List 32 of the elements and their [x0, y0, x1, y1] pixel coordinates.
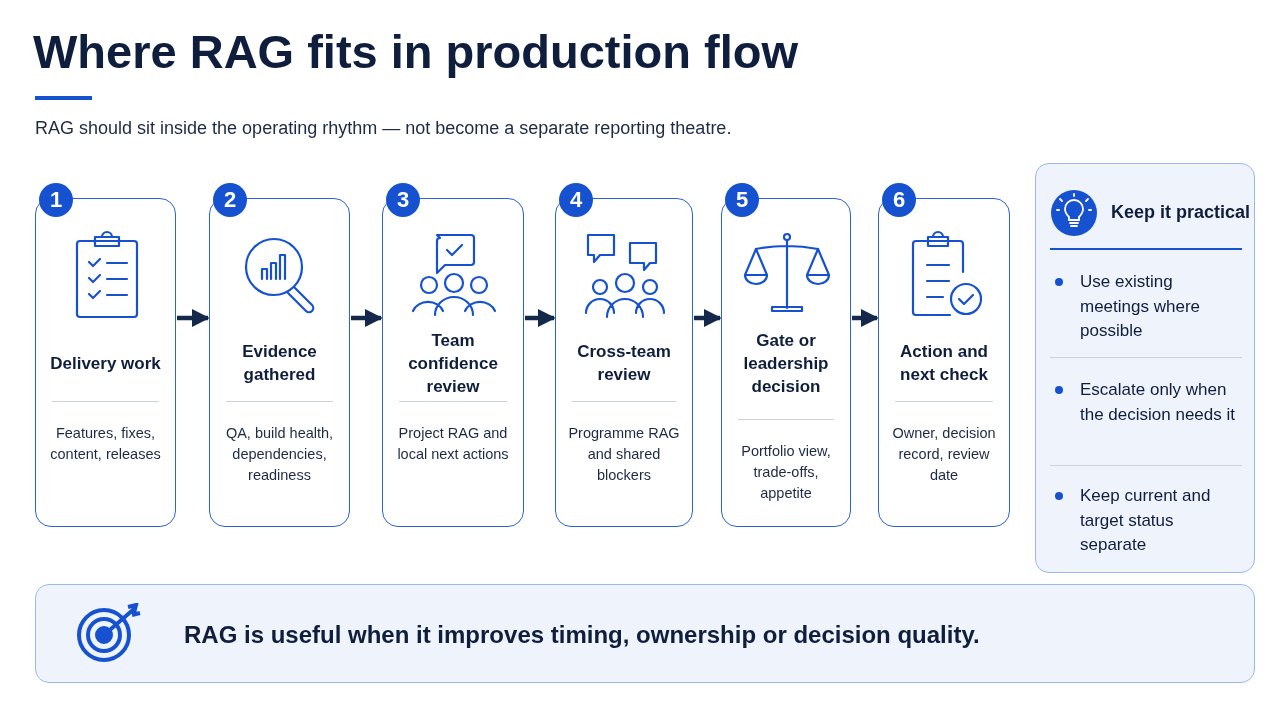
tip-text: Escalate only when the decision needs it [1080, 379, 1236, 426]
step-number-badge: 3 [386, 183, 420, 217]
step-description: QA, build health, dependencies, readiness [224, 424, 335, 485]
tip-text: Use existing meetings where possible [1080, 271, 1201, 342]
step-number-badge: 4 [559, 183, 593, 217]
step-heading: Delivery work [50, 352, 161, 375]
subtitle: RAG should sit inside the operating rhythm — not become a separate reporting theatre. [35, 118, 732, 139]
step-number-badge: 5 [725, 183, 759, 217]
step-heading: Evidence gathered [241, 341, 318, 386]
title: Where RAG fits in production flow [33, 24, 798, 79]
tip-text: Keep current and target status separate [1080, 485, 1212, 556]
takeaway-text: RAG is useful when it improves timing, ownership or decision quality. [184, 621, 980, 649]
step-number-badge: 1 [39, 183, 73, 217]
step-heading: Gate or leadership decision [742, 329, 830, 398]
arrow [525, 309, 556, 327]
step-number-badge: 2 [213, 183, 247, 217]
step-description: Programme RAG and shared blockers [567, 424, 681, 485]
step-heading: Cross-team review [576, 341, 672, 386]
step-heading: Action and next check [899, 341, 989, 386]
step-description: Owner, decision record, review date [891, 424, 997, 485]
takeaway-banner [35, 584, 1255, 683]
step-number-badge: 6 [882, 183, 916, 217]
step-description: Portfolio view, trade-offs, appetite [740, 442, 832, 503]
step-heading: Team confidence review [407, 329, 499, 398]
arrow [177, 309, 210, 327]
arrow [694, 309, 722, 327]
step-description: Features, fixes, content, releases [49, 424, 162, 464]
arrow [852, 309, 879, 327]
panel-heading: Keep it practical [1111, 202, 1251, 223]
step-description: Project RAG and local next actions [396, 424, 510, 464]
arrow [351, 309, 383, 327]
tips-panel [1035, 163, 1255, 573]
